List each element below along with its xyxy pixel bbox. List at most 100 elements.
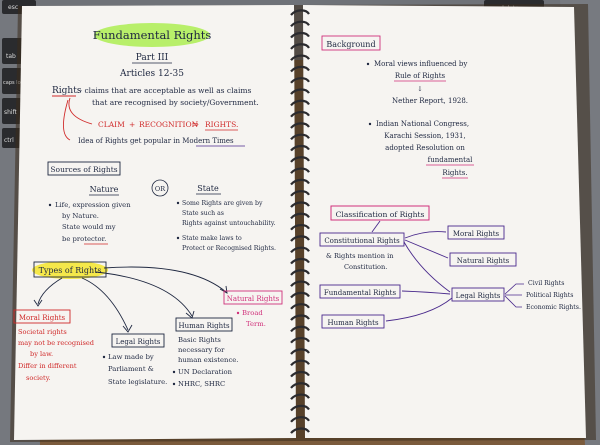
types-highlight (32, 261, 108, 279)
spiral-coil (290, 178, 310, 186)
spiral-coil (290, 54, 310, 61)
spiral-coil (290, 167, 310, 174)
spiral-coil (290, 201, 310, 208)
spiral-coil (290, 88, 310, 95)
fundamental-rights-box (319, 284, 401, 299)
arrowhead-legal (122, 324, 133, 333)
natural-rights-right-box (449, 252, 517, 267)
nature-point-4: be protector. (62, 235, 106, 243)
idea-arrow (63, 99, 71, 141)
human-bullet-2 (172, 382, 176, 386)
moral-line-5: society. (26, 374, 51, 382)
human-line-4: UN Declaration (178, 368, 233, 376)
moral-rights-right-box (447, 225, 505, 240)
formula-plus: + (129, 120, 135, 129)
types-box (33, 261, 107, 278)
connector-legal-fundamental (401, 290, 451, 295)
idea-line: Idea of Rights get popular in Modern Tim… (78, 137, 234, 145)
background-box (321, 35, 381, 51)
constitutional-note-2: Constitution. (344, 263, 387, 271)
natural-rights-label: Natural Rights (227, 295, 280, 303)
state-bullet-2 (176, 236, 180, 240)
title-highlight (94, 23, 210, 47)
legal-rights-label: Legal Rights (116, 338, 161, 346)
classification-box (330, 205, 430, 221)
sources-heading: Sources of Rights (50, 165, 117, 174)
key-esc-label: esc (8, 4, 18, 11)
human-rights-right-box (321, 314, 385, 329)
spiral-coil (290, 291, 310, 299)
branch-human (95, 271, 193, 317)
spiral-coil (290, 416, 310, 423)
spiral-coil (290, 404, 310, 412)
claim-arrow (68, 97, 93, 125)
fundamental-rights-label: Fundamental Rights (324, 289, 397, 297)
connector-class-constitutional (371, 220, 381, 233)
legal-rights-box (111, 333, 165, 348)
constitutional-rights-box (319, 232, 405, 247)
types-heading: Types of Rights (39, 266, 102, 275)
formula-rights: RIGHTS. (205, 120, 238, 129)
bg-bullet-1 (366, 62, 370, 66)
connector-constitutional-natural (404, 239, 449, 259)
natural-line-1: Broad (242, 309, 263, 317)
bg-point-2-line-2: Karachi Session, 1931, (384, 132, 465, 140)
legal-line-3: State legislature. (108, 378, 167, 386)
spiral-coil (290, 427, 310, 434)
spiral-coil (290, 20, 310, 28)
state-point-2: State such as (182, 210, 224, 217)
legal-line-1: Law made by (108, 353, 154, 361)
moral-rights-label: Moral Rights (19, 314, 66, 322)
natural-rights-box (223, 290, 283, 305)
spiral-coil (290, 280, 310, 287)
bg-point-2-line-4: fundamental (428, 156, 474, 164)
background-heading: Background (326, 40, 375, 49)
spiral-coil (290, 246, 310, 254)
spiral-coil (290, 190, 310, 197)
human-line-5: NHRC, SHRC (178, 380, 225, 388)
state-point-4: State make laws to (182, 235, 242, 242)
natural-rights-right-label: Natural Rights (457, 257, 510, 265)
sources-box (47, 161, 121, 176)
connector-constitutional-legal (403, 241, 451, 293)
bg-point-2-line-3: adopted Resolution on (385, 144, 465, 152)
nature-point-1: Life, expression given (55, 201, 131, 209)
spiral-binding (290, 9, 310, 434)
spiral-coil (290, 223, 310, 231)
spiral-coil (290, 77, 310, 84)
spiral-coil (290, 110, 310, 118)
human-line-3: human existence. (178, 356, 238, 364)
spiral-coil (290, 348, 310, 355)
moral-line-2: may not be recognised (18, 339, 95, 347)
moral-line-1: Societal rights (18, 328, 67, 336)
bg-point-1-line-3: Nether Report, 1928. (392, 97, 468, 105)
nature-point-3: State would my (62, 223, 116, 231)
legal-line-2: Parliament & (108, 365, 154, 373)
legal-rights-right-box (451, 287, 505, 302)
formula-recognition: RECOGNITION (139, 120, 199, 129)
moral-line-4: Differ in different (18, 362, 77, 370)
human-bullet-1 (172, 370, 176, 374)
human-line-2: necessary for (178, 346, 225, 354)
nature-point-2: by Nature. (62, 212, 99, 220)
branch-moral (37, 277, 63, 305)
constitutional-note-1: & Rights mention in (326, 252, 394, 260)
key-shift-label: shift (4, 109, 18, 116)
bg-point-2-line-1: Indian National Congress, (376, 120, 469, 128)
part-label: Part III (136, 53, 169, 63)
nature-heading: Nature (90, 185, 119, 194)
formula-arrow: ⇒ (192, 120, 199, 129)
spiral-coil (290, 269, 310, 276)
state-point-1: Some Rights are given by (182, 200, 263, 207)
spiral-coil (290, 99, 310, 107)
connector-legal-economic (504, 295, 522, 308)
natural-bullet (236, 311, 240, 315)
connector-legal-civil (504, 283, 524, 295)
human-line-1: Basic Rights (178, 336, 221, 344)
human-rights-label: Human Rights (178, 322, 229, 330)
spiral-coil (290, 31, 310, 39)
natural-line-2: Term. (246, 320, 266, 328)
legal-rights-right-label: Legal Rights (456, 292, 501, 300)
moral-rights-right-label: Moral Rights (453, 230, 500, 238)
